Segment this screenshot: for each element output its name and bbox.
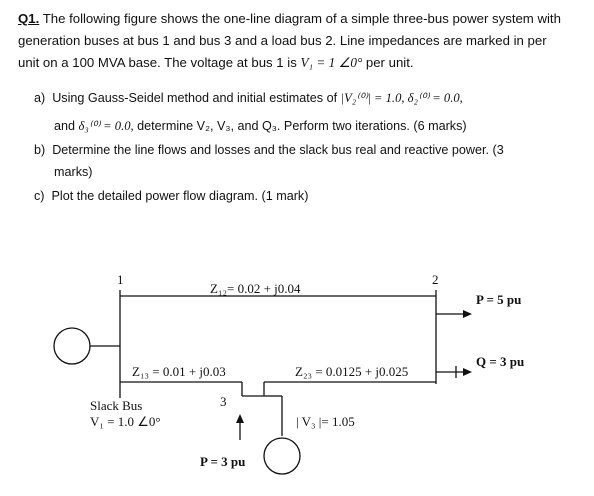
- p3-label: P = 3 pu: [200, 454, 245, 469]
- z23-label: Z₂₃ = 0.0125 + j0.025: [295, 364, 408, 379]
- question-line-3: unit on a 100 MVA base. The voltage at b…: [18, 55, 414, 70]
- generator-1-icon: [53, 327, 91, 365]
- z13-label: Z₁₃ = 0.01 + j0.03: [132, 364, 226, 379]
- p-load-label: P = 5 pu: [476, 292, 521, 307]
- part-b-line-1: b) Determine the line flows and losses a…: [34, 143, 504, 157]
- part-a-line-2: and δ₃⁽⁰⁾ = 0.0, determine V₂, V₃, and Q…: [54, 119, 467, 133]
- part-b-line-2: marks): [54, 165, 93, 179]
- q-load-label: Q = 3 pu: [476, 354, 524, 369]
- part-c-line-1: c) Plot the detailed power flow diagram.…: [34, 189, 309, 203]
- bus-1-label: 1: [117, 272, 124, 287]
- z12-label: Z₁₂= 0.02 + j0.04: [210, 281, 301, 296]
- slack-bus-voltage: V₁ = 1.0 ∠0°: [90, 414, 161, 429]
- v3-label: | V₃ |= 1.05: [296, 414, 355, 429]
- p-load-arrowhead-icon: [463, 310, 472, 318]
- q-load-arrowhead-icon: [463, 368, 472, 376]
- generator-3-icon: [263, 437, 301, 475]
- bus-2-label: 2: [432, 272, 439, 287]
- part-a-line-1: a) Using Gauss-Seidel method and initial…: [34, 91, 463, 105]
- question-line-1: Q1. The following figure shows the one-l…: [18, 11, 561, 26]
- question-text: Q1. The following figure shows the one-l…: [18, 8, 578, 74]
- question-line-2: generation buses at bus 1 and bus 3 and …: [18, 33, 547, 48]
- p3-arrowhead-icon: [236, 414, 244, 423]
- question-number: Q1.: [18, 11, 40, 26]
- slack-bus-title: Slack Bus: [90, 398, 142, 413]
- bus-3-label: 3: [220, 394, 227, 409]
